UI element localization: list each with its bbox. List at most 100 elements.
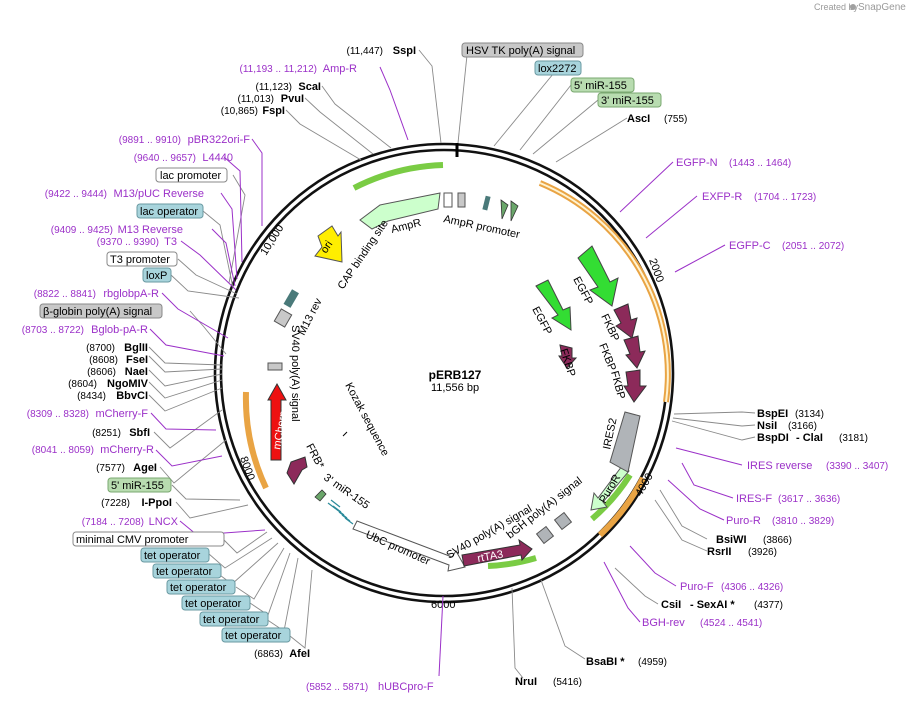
tet-operator-marks[interactable] [327, 499, 354, 525]
primer-egfp-n[interactable]: EGFP-N [676, 157, 718, 169]
enzyme-csii[interactable]: CsiI [661, 599, 681, 611]
ampr-arrow[interactable] [359, 192, 441, 230]
primer-bglob-pa-r[interactable]: Bglob-pA-R [91, 324, 148, 336]
mir5-mark[interactable] [500, 199, 509, 220]
loxp-mark[interactable] [283, 289, 299, 308]
primer-l4440[interactable]: L4440 [202, 152, 233, 164]
enzyme-bglii[interactable]: BglII [124, 342, 148, 354]
lac-promoter-box[interactable] [155, 167, 228, 183]
primer-mcherry-r[interactable]: mCherry-R [100, 444, 154, 456]
enzyme-nrui[interactable]: NruI [515, 676, 537, 688]
tet-operator-box-6[interactable] [221, 627, 291, 643]
lox2272-box[interactable] [534, 60, 582, 76]
primer-ires-f[interactable]: IRES-F [736, 493, 772, 505]
egfp-arrow-2[interactable] [535, 279, 572, 331]
enzyme-fspi[interactable]: FspI [262, 105, 285, 117]
primer-egfp-c[interactable]: EGFP-C [729, 240, 771, 252]
hsv-box[interactable] [461, 42, 584, 58]
primer-m13-reverse[interactable]: M13 Reverse [118, 224, 183, 236]
loxp-box[interactable] [142, 267, 172, 283]
primer-pbr322ori-f[interactable]: pBR322ori-F [188, 134, 251, 146]
mir3-mark[interactable] [510, 200, 519, 222]
enzymes-left: SspI (11,447) ScaI (11,123) PvuI (11,013… [68, 45, 416, 660]
primers-left: Amp-R (11,193 .. 11,212) pBR322ori-F (98… [22, 63, 434, 693]
tet-operator-box-2[interactable] [152, 563, 222, 579]
primer-m13-puc-reverse[interactable]: M13/pUC Reverse [114, 188, 204, 200]
enzyme-bsiwi[interactable]: BsiWI [716, 534, 747, 546]
enzyme-bsabi[interactable]: BsaBI * [586, 656, 625, 668]
mir3-inner-mark[interactable] [314, 489, 327, 502]
primer-bgh-rev[interactable]: BGH-rev [642, 617, 685, 629]
primer-exfp-r[interactable]: EXFP-R [702, 191, 742, 203]
bglobin-box[interactable] [39, 303, 163, 319]
primer-exfp-r-pos: (1704 .. 1723) [754, 192, 816, 203]
primer-mcherry-f[interactable]: mCherry-F [95, 408, 148, 420]
primer-puro-f[interactable]: Puro-F [680, 581, 714, 593]
enzyme-ngomiv[interactable]: NgoMIV [107, 378, 149, 390]
puror-arrow[interactable] [590, 465, 630, 511]
enzyme-agei[interactable]: AgeI [133, 462, 157, 474]
primer-ires-reverse[interactable]: IRES reverse [747, 460, 812, 472]
enzyme-i-ppoi[interactable]: I-PpoI [141, 497, 172, 509]
enzyme-rsrii[interactable]: RsrII [707, 546, 731, 558]
t3-promoter-box[interactable] [106, 251, 178, 267]
primer-puro-r-pos: (3810 .. 3829) [772, 516, 834, 527]
ori-arrow[interactable] [314, 225, 343, 263]
fkbp-arrow-2[interactable] [623, 335, 646, 369]
enzyme-afei[interactable]: AfeI [289, 648, 310, 660]
rtta3-arrow[interactable] [461, 538, 533, 567]
ires2-box[interactable] [609, 411, 641, 473]
enzyme-bspei[interactable]: BspEI [757, 408, 788, 420]
sv40pa-box[interactable] [535, 525, 555, 545]
primer-rbglobpa-r[interactable]: rbglobpA-R [103, 288, 159, 300]
bgh-box[interactable] [553, 511, 573, 531]
tet-operator-box-5[interactable] [199, 611, 269, 627]
ampr-promoter-box[interactable] [443, 192, 453, 208]
primer-amp-r[interactable]: Amp-R [323, 63, 357, 75]
egfp-arrow-1[interactable] [577, 245, 619, 307]
enzyme-naei[interactable]: NaeI [125, 366, 148, 378]
tet-operator-box-3[interactable] [166, 579, 236, 595]
kozak-mark [342, 431, 348, 437]
cmv-box[interactable] [72, 531, 225, 547]
hsv-feature-box[interactable] [457, 192, 466, 208]
primer-puro-r[interactable]: Puro-R [726, 515, 761, 527]
primer-hubcpro-f[interactable]: hUBCpro-F [378, 681, 434, 693]
enzyme-sspi[interactable]: SspI [393, 45, 416, 57]
orf-arc-ampr [352, 162, 444, 191]
fkbp-arrow-3[interactable] [623, 369, 647, 403]
sv40pa-left-label: SV40 poly(A) signal [289, 325, 301, 422]
primer-lncx[interactable]: LNCX [149, 516, 179, 528]
tet-operator-box-1[interactable] [140, 547, 210, 563]
enzyme-fsei[interactable]: FseI [126, 354, 148, 366]
lac-operator-box[interactable] [136, 203, 204, 219]
enzyme-pvui[interactable]: PvuI [281, 93, 304, 105]
enzyme-bbvci[interactable]: BbvCI [116, 390, 148, 402]
enzyme-sbfi[interactable]: SbfI [129, 427, 150, 439]
ubc-promoter-arrow[interactable] [352, 520, 466, 572]
enzyme-nsii[interactable]: NsiI [757, 420, 777, 432]
enzymes-right: AscI (755) BspEI (3134) NsiI (3166) BspD… [515, 113, 868, 688]
mir3-top-box[interactable] [597, 92, 662, 108]
enzyme-sexai[interactable]: - SexAI * [690, 599, 735, 611]
mcherry-arrow[interactable] [267, 382, 287, 461]
fkbp-arrow-1[interactable] [613, 303, 638, 339]
enzyme-bspdi[interactable]: BspDI [757, 432, 789, 444]
enzyme-scai[interactable]: ScaI [298, 81, 321, 93]
tet-operator-box-4[interactable] [181, 595, 251, 611]
fkbp-label-4: FKBP [557, 347, 577, 378]
t3-promoter-mark[interactable] [273, 308, 293, 328]
primer-t3[interactable]: T3 [164, 236, 177, 248]
boxed-labels: HSV TK poly(A) signal lox2272 5' miR-155… [39, 42, 662, 643]
loxp-label: loxP [146, 270, 167, 282]
bglobin-mark[interactable] [267, 362, 283, 371]
mir5-top-box[interactable] [570, 77, 635, 93]
frb-arrow[interactable] [286, 456, 308, 485]
primer-puro-f-pos: (4306 .. 4326) [721, 582, 783, 593]
enzyme-asci[interactable]: AscI [627, 113, 650, 125]
lox2272-mark[interactable] [482, 195, 491, 211]
fkbp-arrow-4[interactable] [558, 344, 578, 369]
enzyme-agei-pos: (7577) [96, 463, 125, 474]
enzyme-clai[interactable]: - ClaI [796, 432, 823, 444]
mir5-left-box[interactable] [107, 477, 172, 493]
